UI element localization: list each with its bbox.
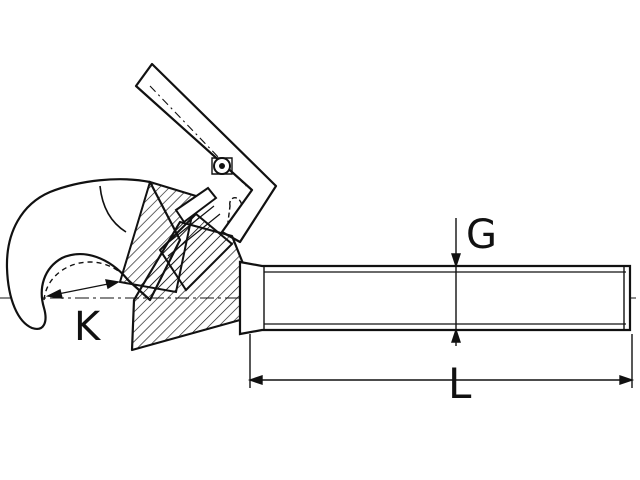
label-l: L: [448, 359, 472, 408]
label-g: G: [466, 212, 497, 258]
pivot-pin: [211, 157, 233, 175]
dimension-k: [45, 279, 120, 299]
threaded-shaft: [238, 260, 632, 336]
dimension-l: [247, 334, 635, 388]
label-k: K: [74, 304, 102, 350]
dimension-g: [451, 218, 461, 346]
